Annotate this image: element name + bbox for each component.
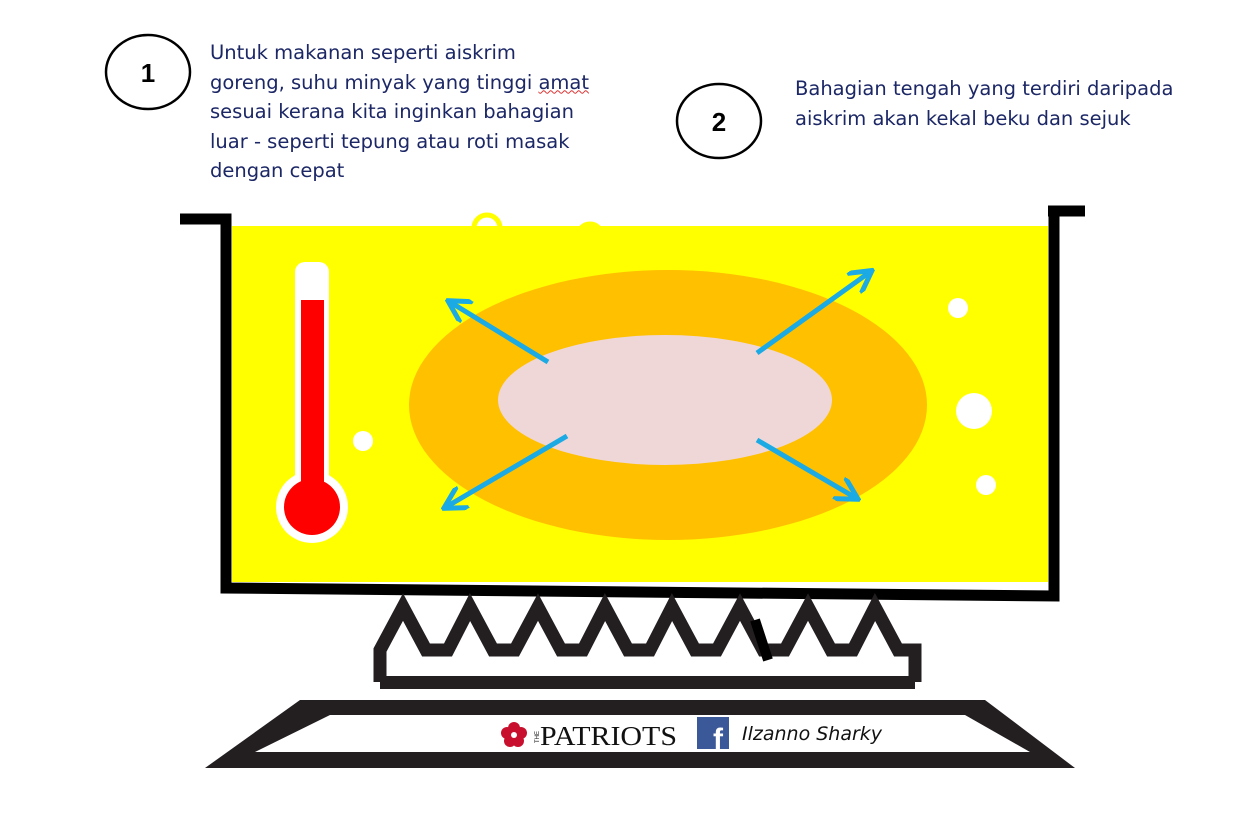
label-1-badge: 1	[104, 33, 192, 111]
heat-arrow-icon	[755, 272, 870, 356]
label-2-number: 2	[712, 107, 726, 137]
patriots-logo: THE PATRIOTS	[501, 721, 677, 751]
note-2-line: aiskrim akan kekal beku dan sejuk	[795, 106, 1131, 130]
note-1-line: sesuai kerana kita inginkan bahagian	[210, 100, 574, 123]
heat-arrow-icon	[446, 433, 569, 507]
author-name: Ilzanno Sharky	[742, 723, 883, 745]
note-1: Untuk makanan seperti aiskrim goreng, su…	[210, 38, 589, 186]
heat-arrow-icon	[755, 437, 856, 498]
stove-grate	[373, 592, 922, 689]
bubble-icon	[353, 431, 373, 451]
svg-text:THE: THE	[535, 731, 541, 743]
heat-arrow-icon	[450, 302, 550, 365]
bubble-icon	[948, 298, 968, 318]
pot	[180, 205, 1085, 602]
bubble-icon	[956, 393, 992, 429]
spellcheck-word: amat	[538, 70, 589, 94]
bubble-icon	[976, 475, 996, 495]
note-1-line: goreng, suhu minyak yang tinggi amat	[210, 68, 589, 98]
note-1-line: luar - seperti tepung atau roti masak	[210, 129, 570, 153]
note-2-line: Bahagian tengah yang terdiri daripada	[795, 77, 1174, 100]
thermometer-icon	[276, 262, 348, 543]
note-1-line-part: goreng, suhu minyak yang tinggi	[210, 70, 539, 94]
label-2-badge: 2	[675, 82, 763, 160]
svg-text:f: f	[713, 723, 724, 756]
label-1-number: 1	[141, 58, 155, 88]
note-2: Bahagian tengah yang terdiri daripada ai…	[795, 74, 1173, 133]
facebook-icon: f	[697, 717, 729, 756]
stove-base	[205, 700, 1075, 768]
note-1-line: Untuk makanan seperti aiskrim	[210, 41, 516, 64]
ice-cream-core	[498, 335, 832, 465]
note-1-line: dengan cepat	[210, 159, 345, 182]
svg-text:PATRIOTS: PATRIOTS	[540, 721, 677, 751]
